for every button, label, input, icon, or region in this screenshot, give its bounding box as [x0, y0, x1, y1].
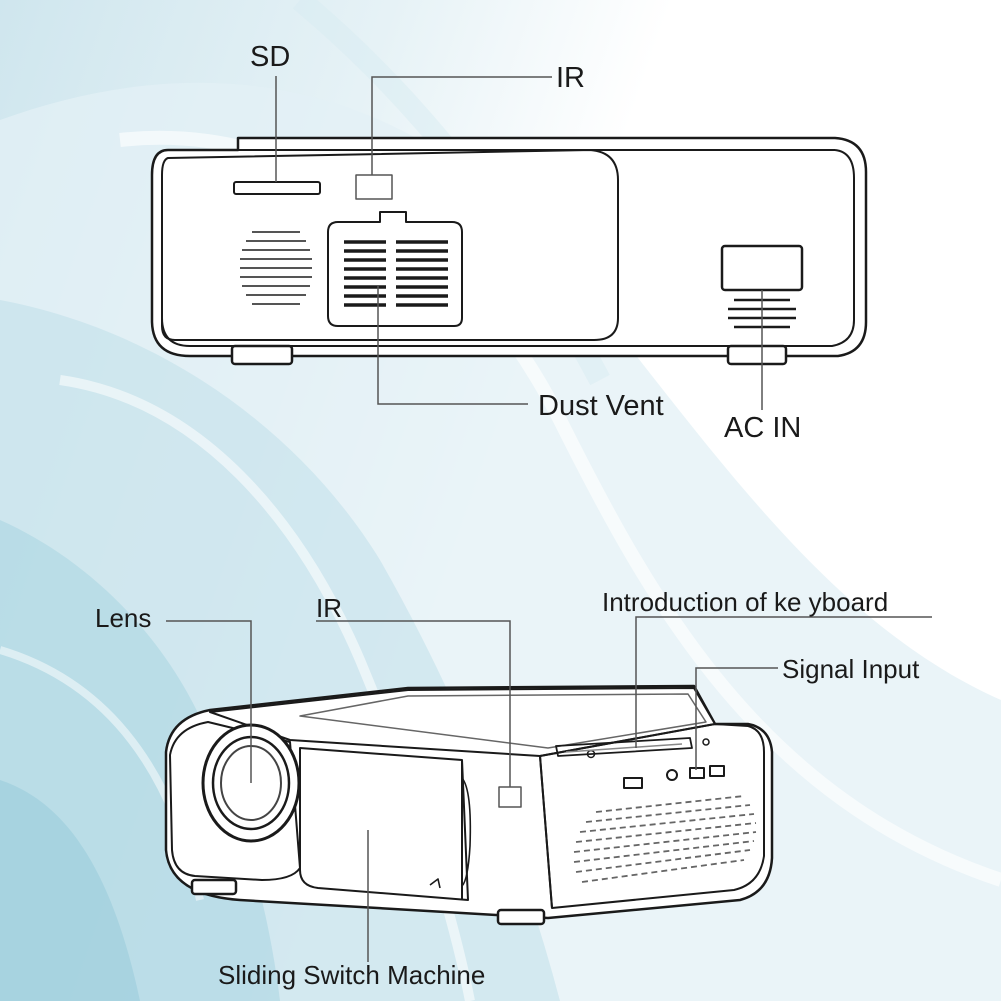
ac-in-socket [720, 244, 804, 292]
label-lens: Lens [95, 603, 152, 633]
port-usb-1 [689, 767, 705, 779]
port-audio [666, 769, 678, 781]
front-foot-right [496, 908, 546, 926]
keyboard-buttons [565, 738, 710, 759]
rear-left-grille [240, 231, 312, 305]
sliding-switch-panel [299, 747, 469, 901]
label-ir-bottom: IR [316, 593, 342, 623]
label-dust-vent: Dust Vent [538, 390, 664, 422]
label-keyboard: Introduction of ke yboard [602, 587, 889, 617]
rear-foot-right [726, 344, 788, 366]
label-sd: SD [250, 41, 291, 73]
ir-bottom-leader [316, 620, 511, 787]
port-usb-2 [709, 765, 725, 777]
keyboard-strip [555, 737, 693, 757]
right-face-edge [539, 723, 765, 909]
lens-leader [166, 620, 252, 783]
front-face-edge [169, 721, 301, 881]
port-hdmi [623, 777, 643, 789]
front-foot-left [190, 878, 238, 896]
dust-vent-slats [344, 240, 448, 307]
label-sliding-switch: Sliding Switch Machine [218, 960, 486, 990]
ir-top-leader [371, 76, 552, 175]
ir-sensor-rear [355, 174, 393, 200]
side-vent-grille [573, 795, 757, 883]
sd-slot [233, 181, 321, 195]
signal-input-leader [695, 667, 778, 770]
projector-front-view [164, 684, 774, 926]
rear-foot-left [230, 344, 294, 366]
bottom-leader-lines [166, 616, 932, 962]
front-top-plate [299, 693, 707, 749]
label-signal-input: Signal Input [782, 654, 920, 684]
label-ac-in: AC IN [724, 412, 802, 444]
keyboard-leader [635, 616, 932, 748]
ir-sensor-front [498, 786, 522, 808]
dust-vent-leader [377, 286, 528, 405]
label-ir-top: IR [556, 62, 585, 94]
top-leader-lines [275, 76, 763, 410]
rear-panel-inset [161, 149, 619, 341]
